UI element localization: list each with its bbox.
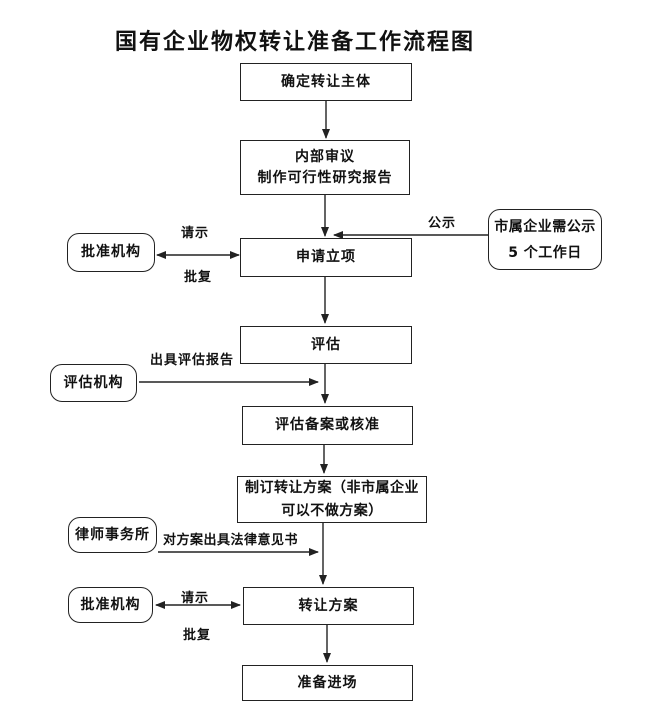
flow-step-draft-plan: 制订转让方案（非市属企业 可以不做方案） bbox=[237, 476, 427, 523]
flow-step-prepare-entry: 准备进场 bbox=[242, 665, 413, 701]
flow-step-label: 准备进场 bbox=[297, 674, 358, 691]
edge-label-legal-opinion: 对方案出具法律意见书 bbox=[163, 533, 299, 548]
flow-step-internal-review: 内部审议 制作可行性研究报告 bbox=[240, 140, 410, 195]
flow-step-transfer-plan: 转让方案 bbox=[243, 587, 414, 625]
flow-step-appraisal: 评估 bbox=[240, 326, 412, 364]
flow-step-label: 内部审议 bbox=[295, 148, 355, 165]
flow-step-label: 申请立项 bbox=[296, 249, 356, 265]
flow-step-label: 可以不做方案） bbox=[281, 502, 383, 519]
edge-label-reply-2: 批复 bbox=[183, 628, 212, 643]
edge-label-request-2: 请示 bbox=[181, 591, 210, 606]
side-node-label: 评估机构 bbox=[63, 374, 124, 391]
flow-step-label: 转让方案 bbox=[298, 597, 359, 614]
side-node-label: 律师事务所 bbox=[75, 526, 150, 543]
side-node-label: 批准机构 bbox=[81, 244, 141, 260]
side-node-label: 市属企业需公示 bbox=[494, 218, 596, 235]
flow-step-appraisal-filing: 评估备案或核准 bbox=[242, 406, 413, 445]
side-node-approval-agency-1: 批准机构 bbox=[67, 233, 155, 272]
edge-label-publicity: 公示 bbox=[428, 216, 457, 231]
flow-step-label: 评估备案或核准 bbox=[275, 417, 380, 433]
side-node-public-notice: 市属企业需公示 5 个工作日 bbox=[488, 209, 602, 270]
side-node-label: 批准机构 bbox=[80, 596, 141, 613]
side-node-label: 5 个工作日 bbox=[508, 244, 582, 261]
flowchart-title: 国有企业物权转让准备工作流程图 bbox=[114, 30, 475, 55]
flow-step-label: 制订转让方案（非市属企业 bbox=[245, 479, 419, 496]
flow-step-label: 制作可行性研究报告 bbox=[257, 169, 393, 186]
edge-label-request-1: 请示 bbox=[181, 226, 210, 241]
flow-step-determine-subject: 确定转让主体 bbox=[240, 63, 412, 101]
flow-step-label: 评估 bbox=[311, 336, 341, 353]
side-node-law-firm: 律师事务所 bbox=[68, 517, 157, 553]
side-node-approval-agency-2: 批准机构 bbox=[68, 587, 153, 623]
side-node-appraisal-agency: 评估机构 bbox=[50, 364, 137, 402]
flow-step-apply-project: 申请立项 bbox=[240, 238, 412, 277]
flow-step-label: 确定转让主体 bbox=[281, 73, 371, 90]
edge-label-appraisal-report: 出具评估报告 bbox=[150, 353, 235, 368]
edge-label-reply-1: 批复 bbox=[184, 270, 213, 285]
